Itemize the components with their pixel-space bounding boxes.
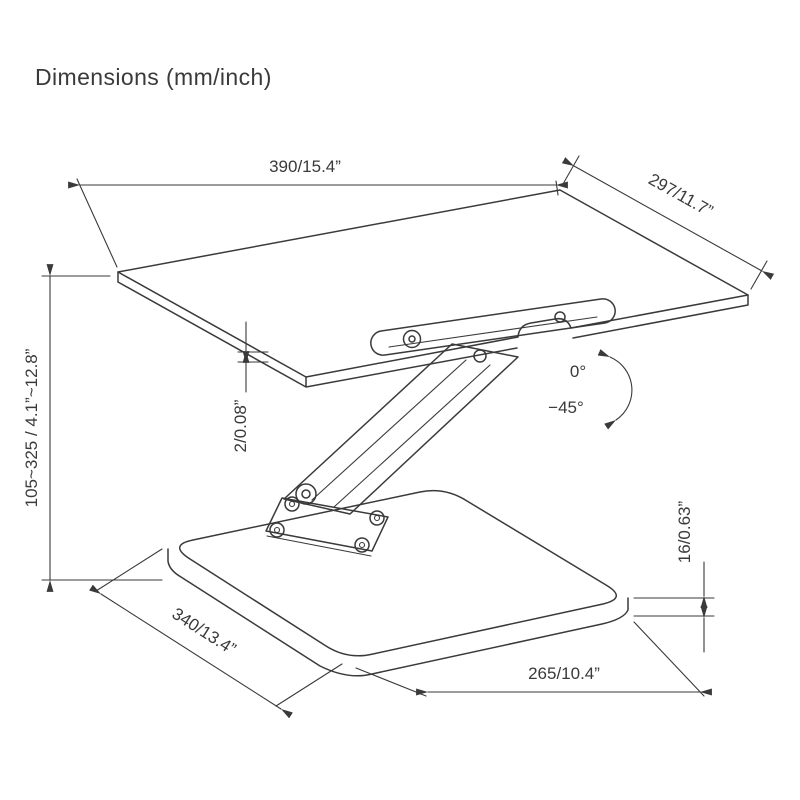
- dim-line: [89, 584, 293, 719]
- top-hinge-screw: [554, 311, 566, 323]
- arm-outline: [283, 343, 519, 515]
- dim-base-width-label: 340/13.4”: [169, 604, 240, 659]
- mounting-plate: [265, 497, 389, 552]
- plate-screw-center: [358, 541, 366, 549]
- top-hinge-outer: [402, 329, 422, 349]
- plate-screw-center: [273, 526, 281, 534]
- dim-base-depth: 265/10.4”: [355, 621, 712, 697]
- tilt-arc-arrow: [597, 349, 633, 430]
- dim-base-thickness-label: 16/0.63”: [675, 500, 694, 563]
- base-top-surface: [179, 489, 617, 657]
- dim-extension-line: [355, 621, 705, 697]
- dim-base-width: 340/13.4”: [89, 548, 343, 719]
- tilt-max-label: 0°: [570, 362, 586, 381]
- dim-platform-width-label: 390/15.4”: [269, 157, 341, 176]
- base-thickness-edges: [167, 548, 629, 677]
- arm-top-pivot: [473, 349, 487, 363]
- dim-base-thickness: 16/0.63”: [633, 500, 715, 653]
- page-title: Dimensions (mm/inch): [35, 64, 272, 90]
- stand-artwork: [117, 189, 749, 677]
- dim-extension-line: [95, 548, 343, 707]
- dim-platform-depth: 297/11.7”: [561, 155, 775, 290]
- top-hinge-inner: [408, 335, 416, 343]
- plate-screw-center: [288, 500, 296, 508]
- bottom-hinge-inner: [301, 489, 311, 499]
- dim-height-range-label: 105~325 / 4.1”~12.8”: [22, 348, 41, 507]
- dim-platform-thickness: 2/0.08”: [231, 321, 269, 452]
- bottom-hinge-outer: [295, 483, 317, 505]
- plate-screw: [354, 537, 370, 553]
- dim-extension-line: [76, 178, 559, 268]
- dim-platform-thickness-label: 2/0.08”: [231, 399, 250, 452]
- dim-base-depth-label: 265/10.4”: [528, 664, 600, 683]
- tilt-min-label: −45°: [548, 398, 584, 417]
- dim-extension-line: [41, 275, 163, 581]
- plate-screw: [269, 522, 285, 538]
- tray-top-surface: [117, 189, 749, 378]
- tray-thickness-edges: [117, 271, 749, 388]
- dim-extension-line: [633, 597, 715, 617]
- dim-platform-width: 390/15.4”: [68, 157, 568, 268]
- tilt-angle-annotation: 0° −45°: [548, 349, 633, 430]
- mounting-plate-shadow: [266, 535, 372, 557]
- dim-height-range: 105~325 / 4.1”~12.8”: [22, 264, 163, 592]
- plate-screw: [284, 496, 300, 512]
- plate-screw-center: [373, 514, 381, 522]
- dim-line: [561, 157, 775, 280]
- dim-platform-depth-label: 297/11.7”: [645, 170, 716, 221]
- tray-bracket: [370, 298, 616, 356]
- arm-inner-links: [311, 359, 491, 508]
- plate-screw: [369, 510, 385, 526]
